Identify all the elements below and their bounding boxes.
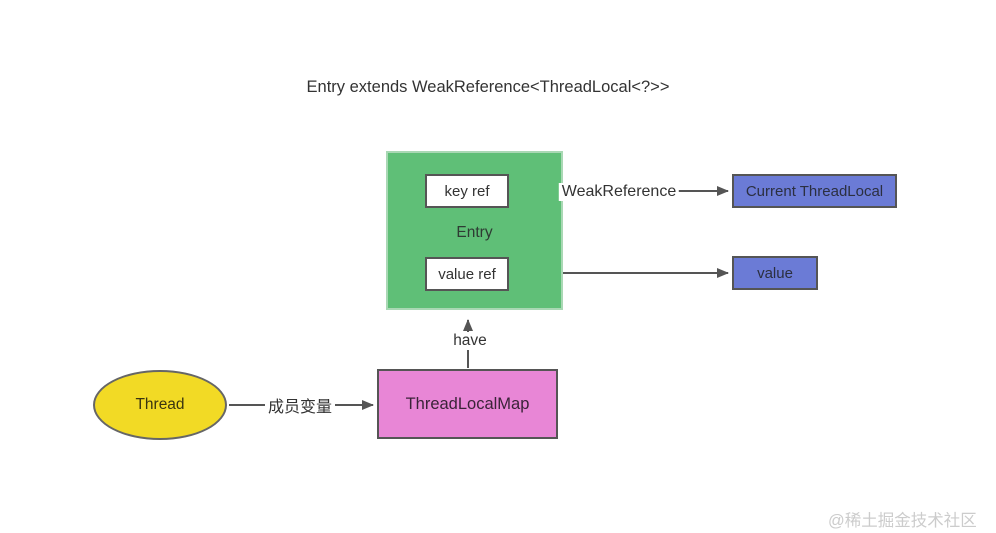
key-ref-label: key ref — [444, 182, 490, 200]
threadlocalmap-label: ThreadLocalMap — [405, 394, 530, 413]
entry-label: Entry — [456, 224, 493, 241]
value-ref-box: value ref — [425, 257, 509, 291]
value-label: value — [757, 264, 793, 282]
diagram-title: Entry extends WeakReference<ThreadLocal<… — [306, 78, 670, 96]
watermark: @稀土掘金技术社区 — [828, 512, 977, 530]
weak-reference-edge-label: WeakReference — [558, 183, 680, 201]
value-ref-label: value ref — [438, 265, 496, 283]
threadlocalmap-box: ThreadLocalMap — [377, 369, 558, 439]
have-edge-label: have — [450, 332, 490, 350]
value-box: value — [732, 256, 818, 290]
current-threadlocal-label: Current ThreadLocal — [745, 182, 884, 200]
current-threadlocal-box: Current ThreadLocal — [732, 174, 897, 208]
key-ref-box: key ref — [425, 174, 509, 208]
thread-ellipse: Thread — [93, 370, 227, 440]
thread-label: Thread — [135, 396, 185, 413]
member-variable-edge-label: 成员变量 — [264, 393, 336, 417]
